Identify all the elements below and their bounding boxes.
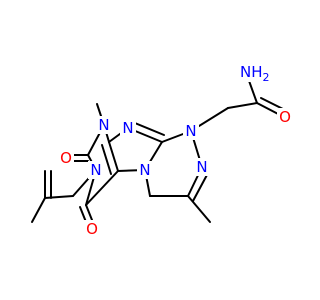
bond-c6-c5 bbox=[85, 170, 119, 206]
atom-nh2: NH2 bbox=[236, 62, 270, 84]
structure-canvas: NH2 O N N N N N N bbox=[31, 62, 293, 238]
atom-label-ring-n2: N bbox=[196, 158, 207, 176]
atom-ring-n2: N bbox=[194, 158, 210, 176]
atom-label-ring-n-imidazole: N bbox=[122, 119, 133, 137]
atom-carbonyl-o-upper: O bbox=[58, 149, 74, 167]
bond-callyl-methyl bbox=[31, 197, 46, 223]
molecule-structure: NH2 O N N N N N N bbox=[31, 62, 293, 238]
atom-label-carbonyl-o-lower: O bbox=[86, 220, 98, 238]
bond-amide-c-nh2 bbox=[247, 77, 258, 104]
bond-n2-c3-double bbox=[192, 172, 209, 202]
bond-c4-c5 bbox=[108, 141, 119, 172]
atom-label-nh2: NH2 bbox=[240, 63, 270, 84]
atom-label-ring-n1: N bbox=[185, 122, 196, 140]
atom-ring-n-imidazole: N bbox=[120, 119, 136, 137]
bond-ch2-callyl bbox=[44, 195, 74, 199]
atom-ring-n-bridge: N bbox=[137, 161, 153, 179]
atom-ring-n1: N bbox=[183, 122, 199, 140]
atom-label-ring-n7: N bbox=[90, 161, 101, 179]
bond-c3-methyl bbox=[187, 195, 211, 223]
bond-ch2-amide-c bbox=[227, 102, 258, 109]
atom-ring-n7: N bbox=[88, 161, 104, 179]
bond-c4-c5-double bbox=[101, 144, 112, 175]
atom-label-ring-n9: N bbox=[98, 116, 109, 134]
atom-label-amide-o: O bbox=[279, 108, 291, 126]
atom-amide-o: O bbox=[277, 108, 293, 126]
atom-carbonyl-o-lower: O bbox=[84, 220, 100, 238]
atom-label-ring-n-bridge: N bbox=[139, 161, 150, 179]
atom-layer: NH2 O N N N N N N bbox=[58, 62, 293, 238]
atom-ring-n9: N bbox=[96, 116, 112, 134]
atom-label-carbonyl-o-upper: O bbox=[60, 149, 72, 167]
